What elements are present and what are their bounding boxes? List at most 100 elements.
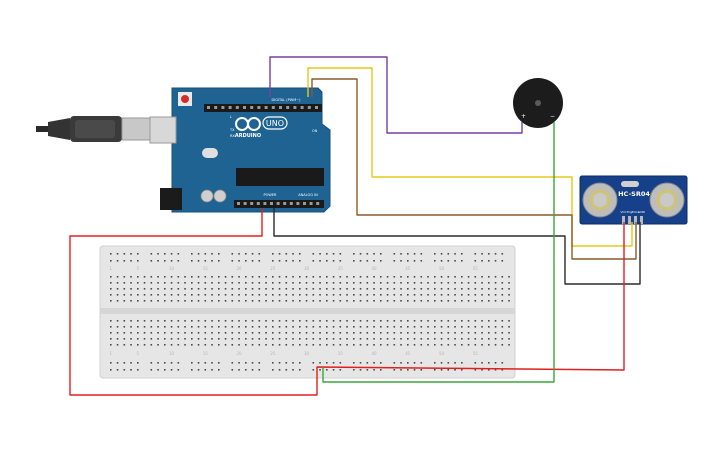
terminal-hole[interactable] [359,320,362,322]
terminal-hole[interactable] [137,326,139,328]
terminal-hole[interactable] [434,288,436,290]
power-rail-hole[interactable] [359,253,362,255]
breadboard[interactable]: 1155101015152020252530303535404045455050… [99,245,516,379]
power-rail-hole[interactable] [332,369,335,371]
terminal-hole[interactable] [299,326,301,328]
power-rail-hole[interactable] [110,253,112,255]
power-rail-hole[interactable] [494,369,497,371]
terminal-hole[interactable] [447,276,450,278]
terminal-hole[interactable] [251,320,254,322]
sensor-pin-trig[interactable] [628,216,631,224]
terminal-hole[interactable] [346,300,348,302]
power-rail-hole[interactable] [218,369,220,371]
power-rail-hole[interactable] [170,369,173,371]
terminal-hole[interactable] [346,320,348,322]
terminal-hole[interactable] [427,294,429,296]
terminal-hole[interactable] [170,332,173,334]
terminal-hole[interactable] [157,294,159,296]
power-rail-hole[interactable] [454,260,456,262]
terminal-hole[interactable] [332,294,335,296]
power-rail-hole[interactable] [434,369,436,371]
power-pin[interactable] [316,202,320,205]
power-rail-hole[interactable] [218,260,220,262]
terminal-hole[interactable] [366,300,369,302]
power-rail-hole[interactable] [326,260,328,262]
terminal-hole[interactable] [110,276,112,278]
terminal-hole[interactable] [251,276,254,278]
power-rail-hole[interactable] [312,253,315,255]
terminal-hole[interactable] [326,288,328,290]
terminal-hole[interactable] [366,276,369,278]
terminal-hole[interactable] [359,276,362,278]
terminal-hole[interactable] [265,326,267,328]
terminal-hole[interactable] [386,326,389,328]
terminal-hole[interactable] [474,276,477,278]
terminal-hole[interactable] [420,326,423,328]
terminal-hole[interactable] [278,320,281,322]
power-rail-hole[interactable] [191,369,193,371]
terminal-hole[interactable] [143,344,146,346]
terminal-hole[interactable] [319,294,321,296]
terminal-hole[interactable] [481,320,483,322]
terminal-hole[interactable] [501,282,504,284]
terminal-hole[interactable] [467,344,470,346]
terminal-hole[interactable] [319,344,321,346]
terminal-hole[interactable] [170,326,173,328]
terminal-hole[interactable] [116,326,119,328]
terminal-hole[interactable] [393,344,396,346]
terminal-hole[interactable] [474,288,477,290]
terminal-hole[interactable] [346,288,348,290]
power-pin[interactable] [237,202,240,205]
power-rail-hole[interactable] [258,362,261,364]
terminal-hole[interactable] [312,282,315,284]
power-rail-hole[interactable] [413,253,416,255]
terminal-hole[interactable] [346,294,348,296]
terminal-hole[interactable] [353,338,355,340]
terminal-hole[interactable] [299,332,301,334]
terminal-hole[interactable] [197,282,200,284]
power-rail-hole[interactable] [353,260,355,262]
terminal-hole[interactable] [454,344,456,346]
terminal-hole[interactable] [265,320,267,322]
terminal-hole[interactable] [224,326,227,328]
terminal-hole[interactable] [366,282,369,284]
power-rail-hole[interactable] [123,253,126,255]
terminal-hole[interactable] [474,332,477,334]
terminal-hole[interactable] [501,332,504,334]
terminal-hole[interactable] [508,276,510,278]
power-rail-hole[interactable] [285,369,288,371]
digital-pin[interactable] [264,106,268,109]
terminal-hole[interactable] [366,320,369,322]
terminal-hole[interactable] [184,294,186,296]
terminal-hole[interactable] [272,332,274,334]
terminal-hole[interactable] [191,332,193,334]
terminal-hole[interactable] [278,300,281,302]
power-rail-hole[interactable] [238,369,240,371]
terminal-hole[interactable] [110,320,112,322]
wire-purple[interactable] [269,56,523,134]
terminal-hole[interactable] [326,294,328,296]
terminal-hole[interactable] [305,276,308,278]
terminal-hole[interactable] [467,276,470,278]
terminal-hole[interactable] [319,276,321,278]
power-rail-hole[interactable] [116,362,119,364]
terminal-hole[interactable] [184,344,186,346]
terminal-hole[interactable] [407,332,409,334]
power-rail-hole[interactable] [400,369,402,371]
power-rail-hole[interactable] [319,260,321,262]
terminal-hole[interactable] [312,294,315,296]
terminal-hole[interactable] [292,320,294,322]
reset-button[interactable] [181,95,189,103]
power-rail-hole[interactable] [110,369,112,371]
terminal-hole[interactable] [164,326,166,328]
power-rail-hole[interactable] [454,362,456,364]
terminal-hole[interactable] [373,288,375,290]
power-pin[interactable] [289,202,293,205]
terminal-hole[interactable] [157,344,159,346]
power-rail-hole[interactable] [393,253,396,255]
power-rail-hole[interactable] [474,260,477,262]
terminal-hole[interactable] [312,300,315,302]
terminal-hole[interactable] [285,300,288,302]
terminal-hole[interactable] [224,344,227,346]
terminal-hole[interactable] [326,332,328,334]
